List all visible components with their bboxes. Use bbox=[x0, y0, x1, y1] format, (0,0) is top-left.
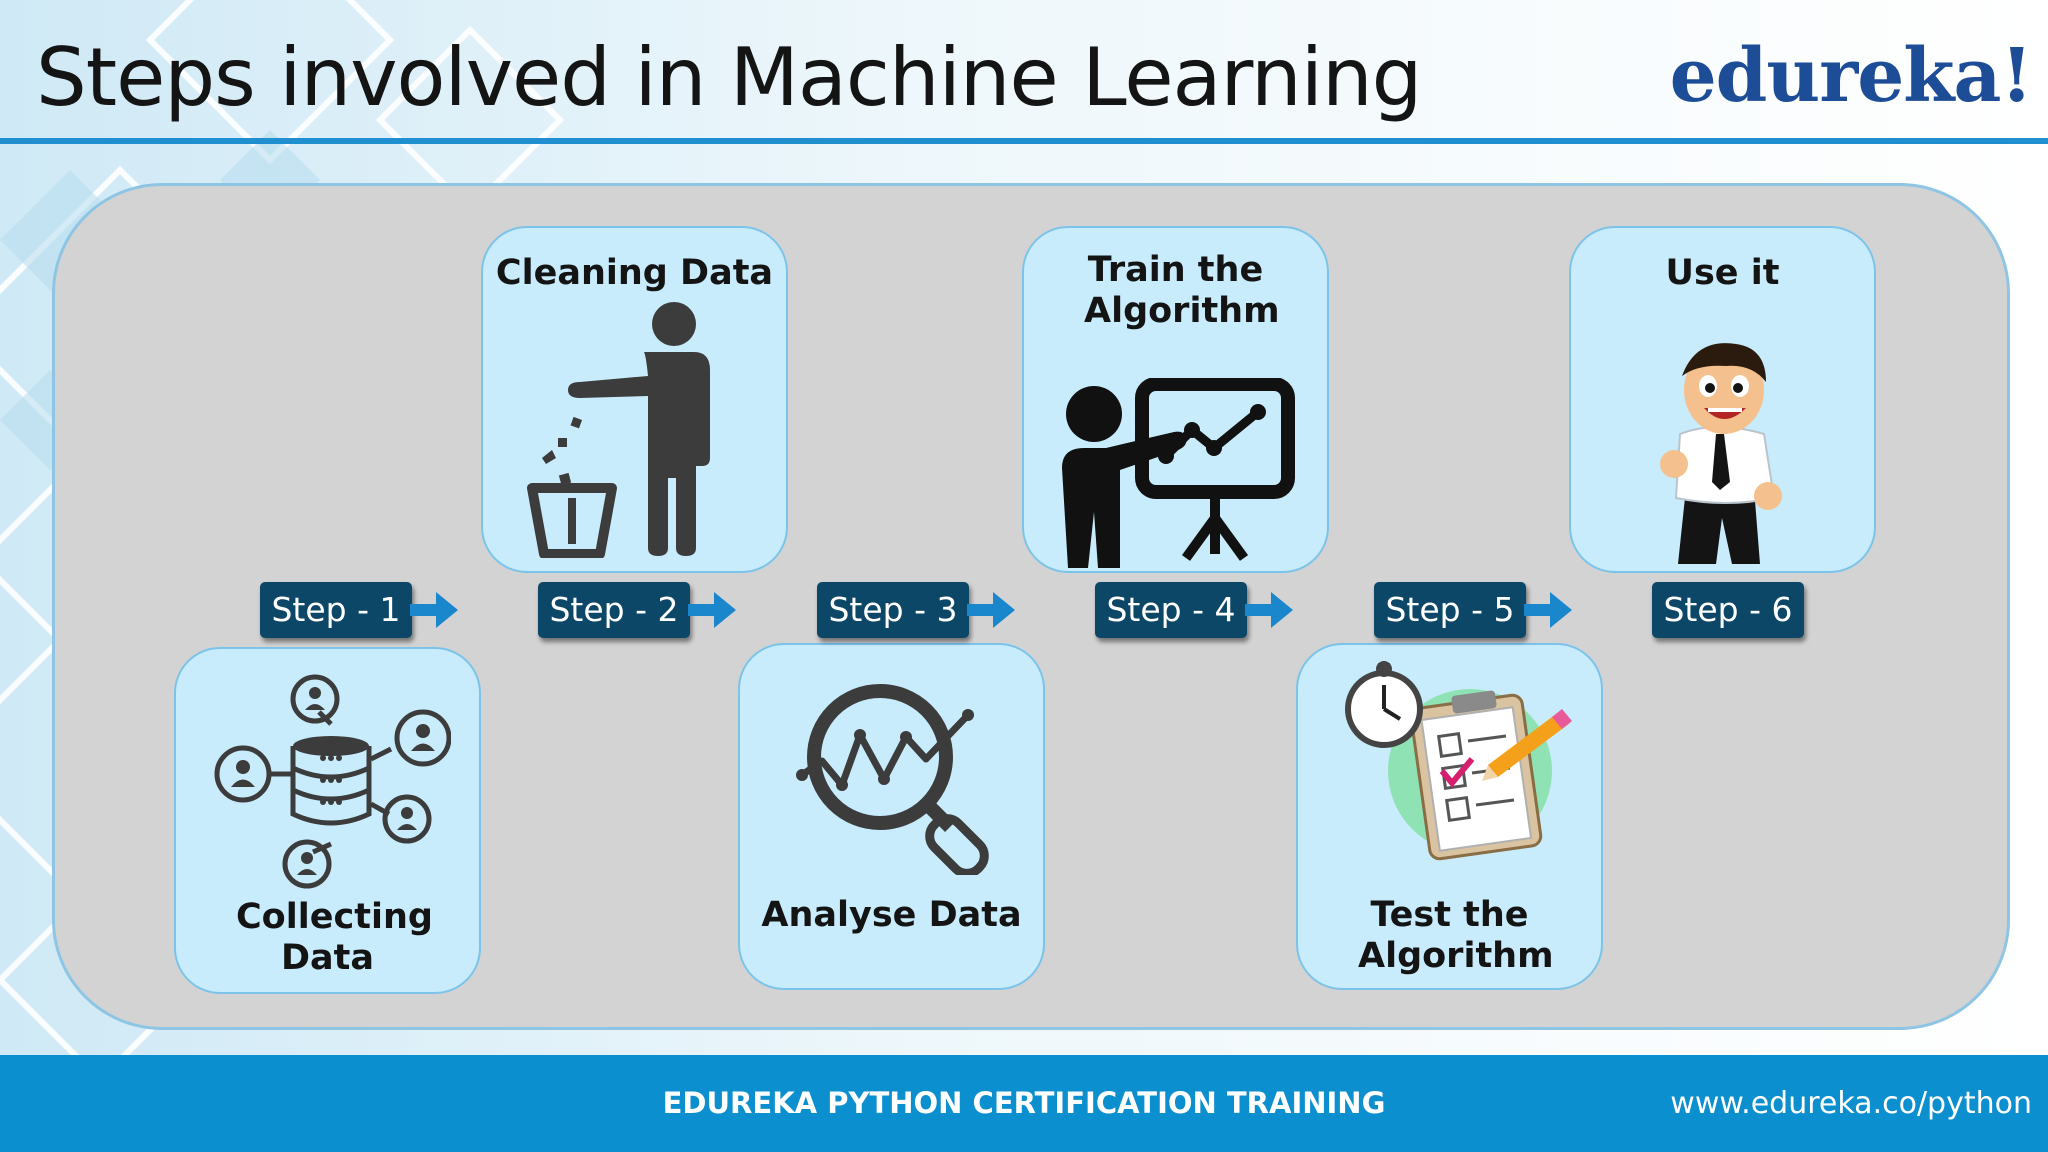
footer-course-title: EDUREKA PYTHON CERTIFICATION TRAINING bbox=[662, 1086, 1386, 1120]
card-train-algorithm: Train the Algorithm bbox=[1022, 226, 1329, 573]
presenter-board-icon bbox=[1062, 378, 1295, 568]
card-title: Collecting Data bbox=[236, 897, 433, 978]
card-title: Train the Algorithm bbox=[1084, 250, 1280, 331]
title-divider bbox=[0, 138, 2048, 144]
step-badge-3: Step - 3 bbox=[817, 582, 969, 638]
step-badge-4: Step - 4 bbox=[1095, 582, 1247, 638]
card-collecting-data: Collecting Data bbox=[174, 647, 481, 994]
card-title: Test the Algorithm bbox=[1358, 895, 1554, 976]
card-test-algorithm: Test the Algorithm bbox=[1296, 643, 1603, 990]
page-title: Steps involved in Machine Learning bbox=[36, 31, 1422, 124]
person-trash-icon bbox=[527, 302, 710, 558]
step-badge-2: Step - 2 bbox=[538, 582, 690, 638]
edureka-logo: edureka! bbox=[1669, 33, 2033, 119]
stopwatch-checklist-icon bbox=[1345, 661, 1572, 861]
card-analyse-data: Analyse Data bbox=[738, 643, 1045, 990]
arrow-right-icon bbox=[1524, 592, 1572, 628]
step-badge-6: Step - 6 bbox=[1652, 582, 1804, 638]
arrow-right-icon bbox=[410, 592, 458, 628]
footer-bar: EDUREKA PYTHON CERTIFICATION TRAINING ww… bbox=[0, 1055, 2048, 1152]
arrow-right-icon bbox=[688, 592, 736, 628]
database-users-icon bbox=[214, 674, 451, 889]
step-badge-1: Step - 1 bbox=[260, 582, 412, 638]
card-title: Use it bbox=[1665, 253, 1780, 293]
arrow-right-icon bbox=[967, 592, 1015, 628]
arrow-right-icon bbox=[1245, 592, 1293, 628]
card-title: Analyse Data bbox=[761, 895, 1022, 935]
step-badge-5: Step - 5 bbox=[1374, 582, 1526, 638]
footer-url[interactable]: www.edureka.co/python bbox=[1670, 1086, 2032, 1121]
cartoon-man-icon bbox=[1660, 343, 1782, 564]
card-use-it: Use it bbox=[1569, 226, 1876, 573]
card-title: Cleaning Data bbox=[495, 253, 774, 293]
card-cleaning-data: Cleaning Data bbox=[481, 226, 788, 573]
magnifier-chart-icon bbox=[796, 684, 989, 875]
